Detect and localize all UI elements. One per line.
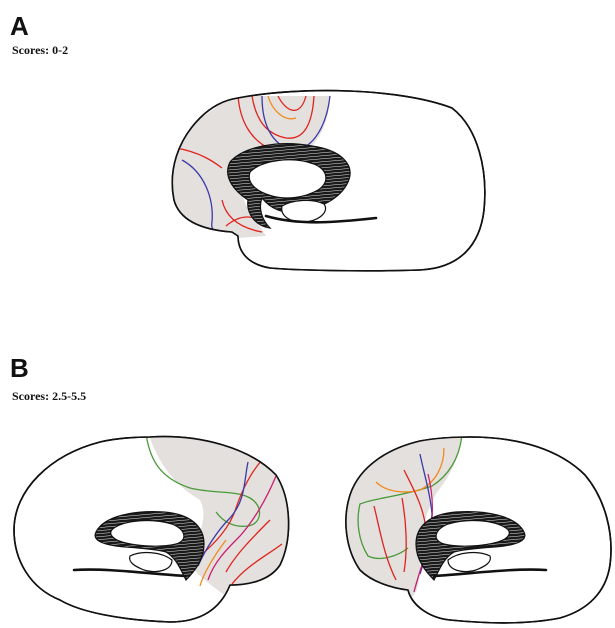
panel-b-left-brain [14, 432, 300, 622]
panel-a-brain [170, 91, 485, 271]
panel-b-right-brain [340, 432, 611, 623]
